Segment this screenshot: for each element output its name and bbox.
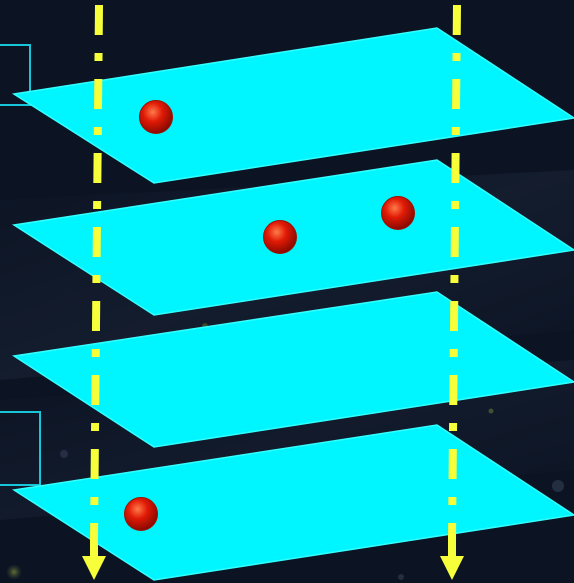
axis-left-line xyxy=(90,4,103,541)
ball-layer-1 xyxy=(139,100,173,134)
axis-left-arrow-shaft xyxy=(90,534,98,558)
axis-left-arrowhead xyxy=(82,556,106,580)
plane-layer-4 xyxy=(11,424,574,581)
axes-group xyxy=(82,4,464,580)
background-speck xyxy=(398,574,404,580)
background-speck xyxy=(488,408,494,414)
left-outline-brackets xyxy=(0,44,41,486)
background-speck xyxy=(6,564,22,580)
axis-right-arrowhead xyxy=(440,556,464,580)
ball-layer-2-center xyxy=(263,220,297,254)
axis-left xyxy=(82,4,106,580)
ball-layer-2-right xyxy=(381,196,415,230)
outline-bracket-top xyxy=(0,44,31,106)
balls-group xyxy=(124,100,415,531)
plane-layer-3 xyxy=(11,291,574,448)
plane-layer-1 xyxy=(11,27,574,184)
background-specks xyxy=(6,323,564,580)
background-speck xyxy=(552,480,564,492)
background-speck xyxy=(60,450,68,458)
axis-right-line xyxy=(448,4,461,541)
outline-bracket-bottom xyxy=(0,411,41,486)
axis-right-arrow-shaft xyxy=(448,534,456,558)
axis-right xyxy=(440,4,464,580)
ball-layer-4 xyxy=(124,497,158,531)
